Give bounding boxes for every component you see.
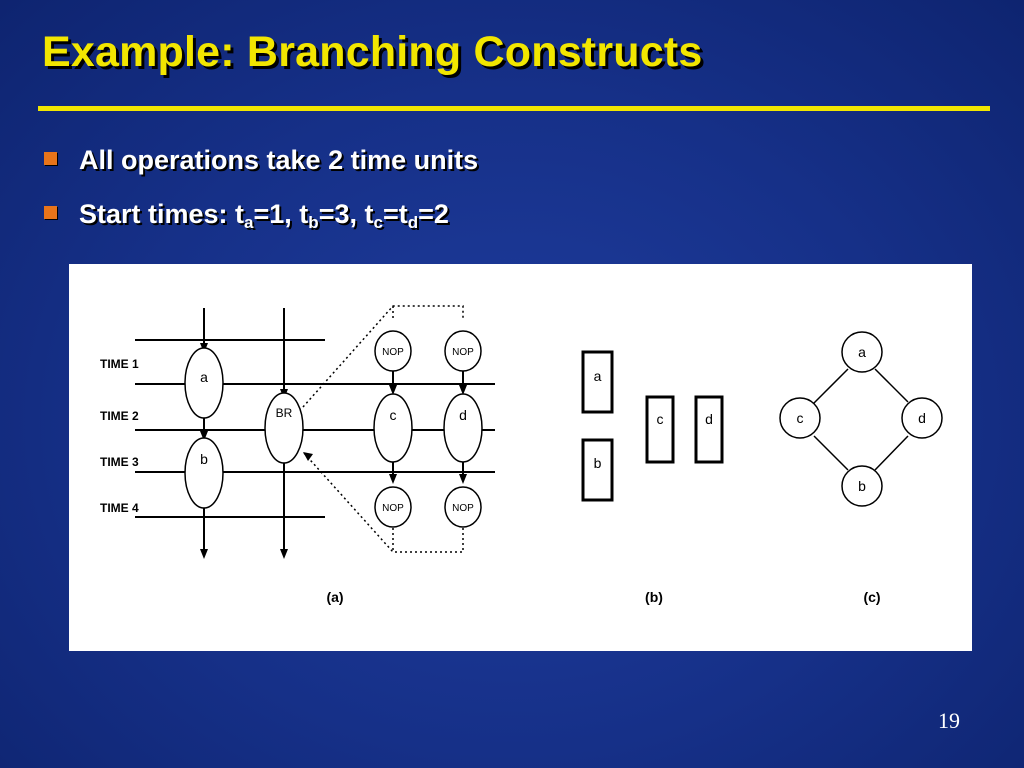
square-bullet-icon bbox=[44, 152, 57, 166]
edge-c-b bbox=[813, 435, 849, 471]
node-b-label: b bbox=[200, 451, 208, 467]
bullet-text: All operations take 2 time units bbox=[79, 145, 479, 175]
graph-node-d bbox=[901, 397, 943, 439]
graph-node-b bbox=[841, 465, 883, 507]
branch-return-arrowhead bbox=[303, 452, 313, 461]
caption-c: (c) bbox=[863, 589, 880, 605]
bullet-item-start-times: Start times: ta=1, tb=3, tc=td=2 bbox=[44, 194, 478, 248]
node-nop-bottom-d bbox=[444, 486, 482, 528]
caption-a: (a) bbox=[326, 589, 343, 605]
box-a bbox=[581, 350, 614, 414]
title-underline bbox=[38, 106, 990, 111]
dotted-path-bottom bbox=[302, 451, 464, 553]
graph-edges bbox=[812, 368, 909, 471]
scheduling-figure: TIME 1 TIME 2 TIME 3 TIME 4 a b BR bbox=[69, 264, 972, 651]
time-label-1: TIME 1 bbox=[100, 357, 139, 371]
node-br-label: BR bbox=[276, 406, 293, 420]
slide-title: Example: Branching Constructs bbox=[42, 28, 703, 76]
time-label-3: TIME 3 bbox=[100, 455, 139, 469]
subscript-d: d bbox=[407, 213, 419, 232]
graph-node-c-label: c bbox=[797, 410, 804, 426]
nop-label: NOP bbox=[382, 503, 404, 514]
bullet-list: All operations take 2 time units Start t… bbox=[44, 140, 478, 248]
edge-a-c bbox=[812, 368, 849, 405]
node-c-label: c bbox=[390, 407, 397, 423]
node-d-label: d bbox=[459, 407, 467, 423]
bullet-text-end: =2 bbox=[418, 199, 449, 229]
graph-node-c bbox=[779, 397, 821, 439]
panel-b: a b c d (b) bbox=[581, 350, 724, 605]
graph-node-b-label: b bbox=[858, 478, 866, 494]
box-d bbox=[694, 395, 724, 464]
graph-node-a-label: a bbox=[858, 344, 866, 360]
subscript-b: b bbox=[308, 213, 319, 232]
nop-label: NOP bbox=[452, 503, 474, 514]
slide-number: 19 bbox=[938, 708, 960, 733]
bullet-text-prefix: Start times: t bbox=[79, 199, 245, 229]
subscript-c: c bbox=[373, 213, 383, 232]
node-a-label: a bbox=[200, 369, 208, 385]
box-b bbox=[581, 438, 614, 502]
edge-a-d bbox=[874, 368, 909, 403]
box-b-label: b bbox=[594, 455, 602, 471]
edge-d-b bbox=[874, 435, 909, 471]
panel-c: a c d b (c) bbox=[779, 331, 943, 605]
box-c-label: c bbox=[657, 411, 664, 427]
nop-label: NOP bbox=[382, 347, 404, 358]
square-bullet-icon bbox=[44, 206, 57, 220]
node-nop-bottom-c bbox=[374, 486, 412, 528]
box-a-label: a bbox=[594, 368, 602, 384]
bullet-text-part: =t bbox=[382, 199, 408, 229]
bullet-text-part: =3, t bbox=[318, 199, 374, 229]
box-d-label: d bbox=[705, 411, 713, 427]
graph-node-d-label: d bbox=[918, 410, 926, 426]
node-c bbox=[373, 393, 413, 463]
time-label-4: TIME 4 bbox=[100, 501, 139, 515]
dotted-path-top bbox=[302, 305, 464, 408]
caption-b: (b) bbox=[645, 589, 663, 605]
nop-label: NOP bbox=[452, 347, 474, 358]
node-br bbox=[264, 392, 304, 464]
bullet-item-operations: All operations take 2 time units bbox=[44, 140, 478, 194]
node-b bbox=[184, 437, 224, 509]
subscript-a: a bbox=[244, 213, 254, 232]
node-d bbox=[443, 393, 483, 463]
box-c bbox=[645, 395, 675, 464]
panel-a: TIME 1 TIME 2 TIME 3 TIME 4 a b BR bbox=[100, 305, 495, 605]
time-label-2: TIME 2 bbox=[100, 409, 139, 423]
graph-node-a bbox=[841, 331, 883, 373]
bullet-text-part: =1, t bbox=[253, 199, 309, 229]
